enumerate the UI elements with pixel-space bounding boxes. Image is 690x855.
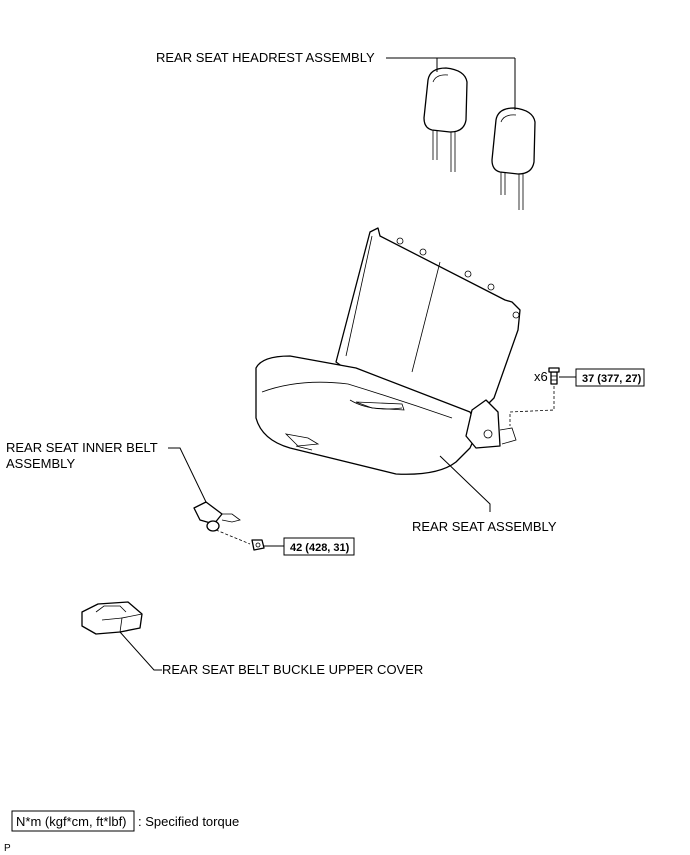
inner-belt-label-line1: REAR SEAT INNER BELT bbox=[6, 440, 158, 455]
buckle-cover-label: REAR SEAT BELT BUCKLE UPPER COVER bbox=[162, 662, 423, 677]
seat-label: REAR SEAT ASSEMBLY bbox=[412, 519, 557, 534]
corner-mark: P bbox=[4, 843, 11, 854]
belt-bolt bbox=[251, 539, 265, 551]
seat-bolt bbox=[548, 367, 560, 385]
torque-belt-bolt: 42 (428, 31) bbox=[290, 542, 350, 554]
seat-bolt-qty: x6 bbox=[534, 369, 548, 384]
headrest-right bbox=[491, 107, 536, 210]
torque-box-belt bbox=[283, 537, 355, 556]
legend-description: : Specified torque bbox=[138, 814, 239, 829]
headrest-left bbox=[423, 67, 468, 172]
legend-unit-box bbox=[11, 810, 135, 832]
headrest-label: REAR SEAT HEADREST ASSEMBLY bbox=[156, 50, 375, 65]
buckle-upper-cover bbox=[81, 601, 143, 635]
legend-unit: N*m (kgf*cm, ft*lbf) bbox=[16, 814, 127, 829]
torque-seat-bolt: 37 (377, 27) bbox=[582, 373, 642, 385]
inner-belt-label-line2: ASSEMBLY bbox=[6, 456, 75, 471]
rear-seat bbox=[255, 227, 521, 475]
inner-belt-buckle bbox=[193, 501, 241, 532]
torque-box-seat bbox=[575, 368, 645, 387]
